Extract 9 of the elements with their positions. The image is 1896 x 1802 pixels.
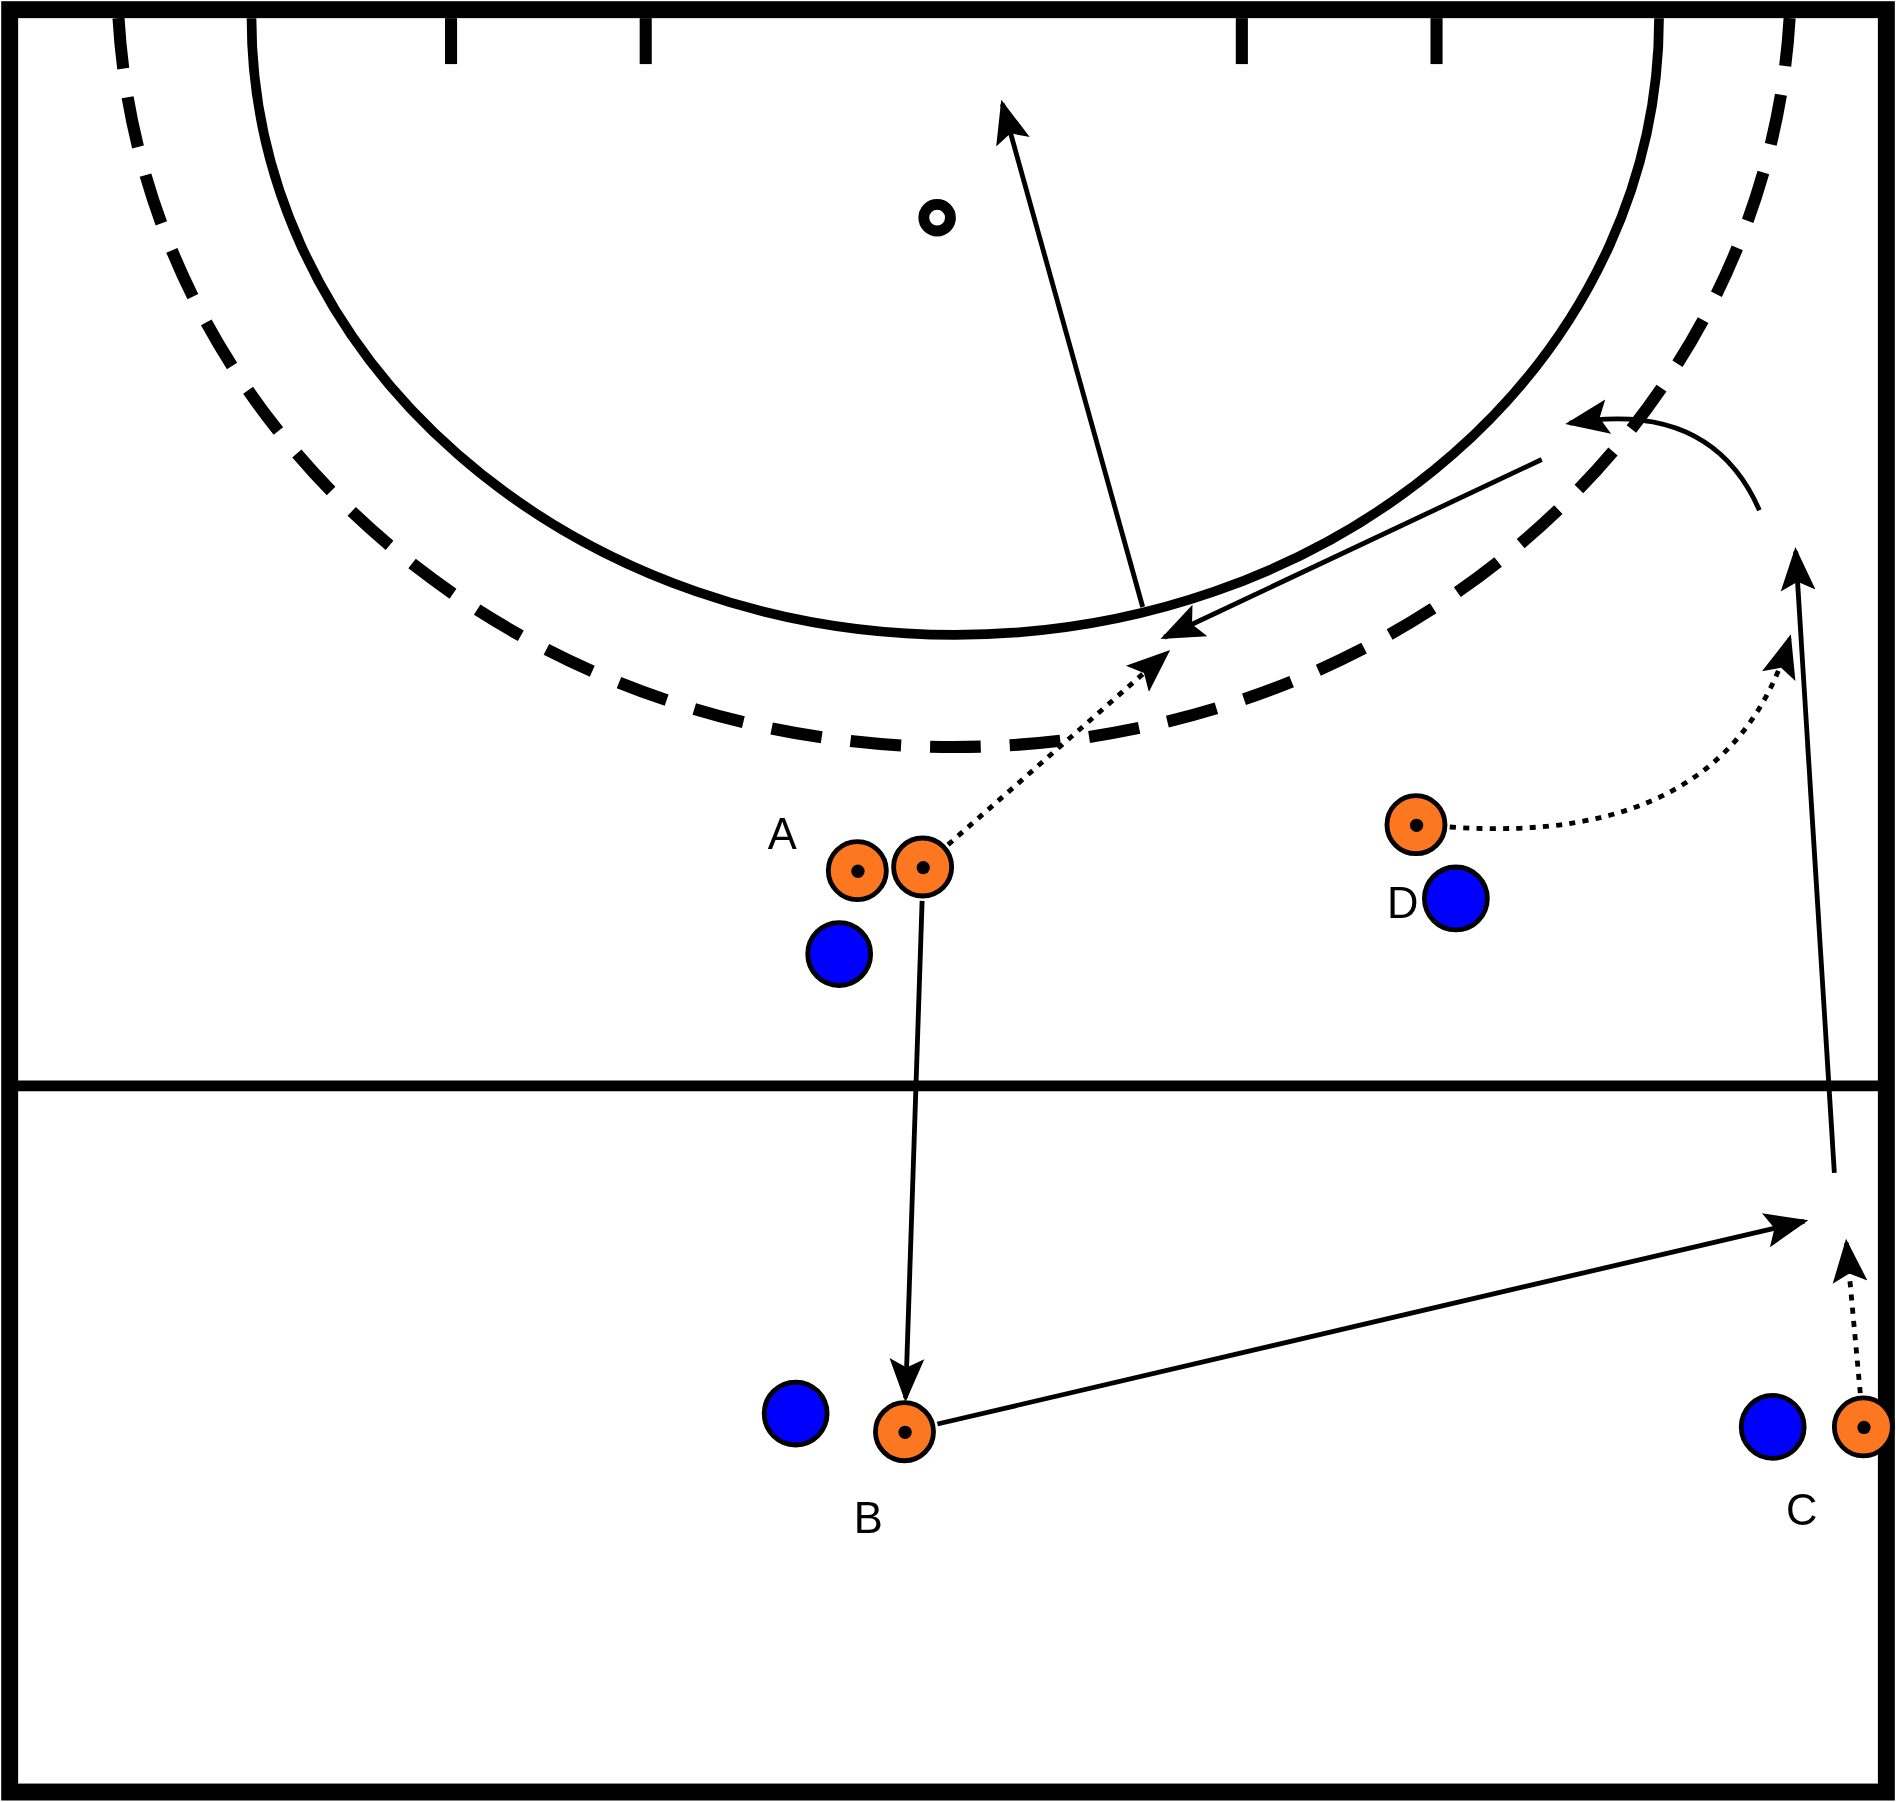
pass-arrow — [889, 900, 925, 1403]
run-arrow — [1832, 1238, 1868, 1394]
player-letter: B — [852, 1494, 884, 1543]
player-letter: A — [766, 810, 798, 859]
player-letter: D — [1385, 879, 1420, 928]
run-arrow — [1449, 634, 1794, 832]
player-letter: C — [1785, 1486, 1819, 1535]
run-arrow — [946, 650, 1171, 847]
pass-arrow — [936, 1213, 1809, 1427]
